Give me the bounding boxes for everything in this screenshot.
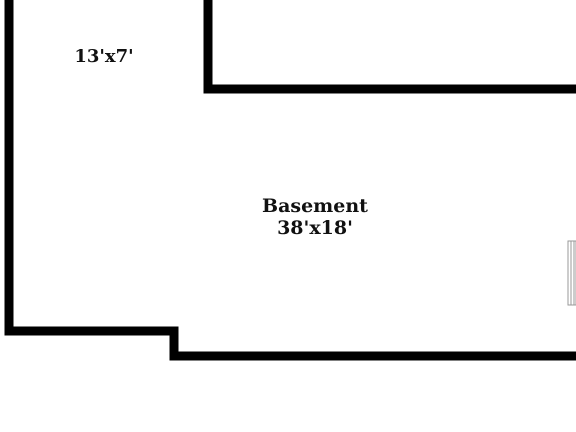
upper-partition-wall [203, 0, 576, 94]
window [567, 240, 576, 306]
outer-wall [4, 0, 576, 361]
basement-room-name: Basement [262, 195, 368, 217]
small-room-dimensions: 13'x7' [74, 46, 133, 67]
basement-room-dimensions: 38'x18' [277, 217, 353, 239]
